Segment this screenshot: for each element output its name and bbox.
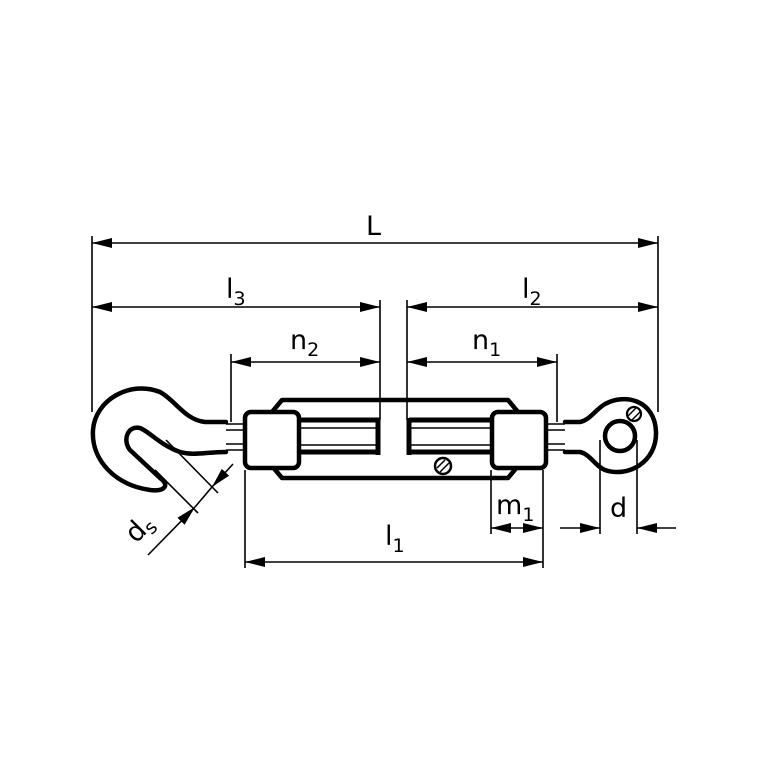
- dim-line-ds-top: [211, 463, 234, 488]
- label-d: d: [610, 493, 627, 524]
- label-n2: n2: [290, 325, 319, 361]
- set-screw-icon: [433, 456, 453, 476]
- label-m1: m1: [496, 490, 534, 526]
- turnbuckle-body: [242, 397, 549, 481]
- dimension-lines: [92, 238, 676, 567]
- hook: [90, 386, 245, 493]
- eye: [546, 396, 659, 475]
- label-l1: l1: [385, 521, 405, 557]
- dimension-labels: L l3 l2 n2 n1 m1 d l1 ds: [119, 211, 627, 557]
- eye-pin-icon: [625, 405, 643, 423]
- dim-line-ds-bottom: [147, 506, 196, 556]
- label-ds: ds: [119, 508, 162, 551]
- label-n1: n1: [472, 325, 501, 361]
- label-l3: l3: [226, 274, 246, 310]
- label-L: L: [366, 211, 381, 242]
- turnbuckle-part: [90, 386, 659, 493]
- label-l2: l2: [522, 274, 542, 310]
